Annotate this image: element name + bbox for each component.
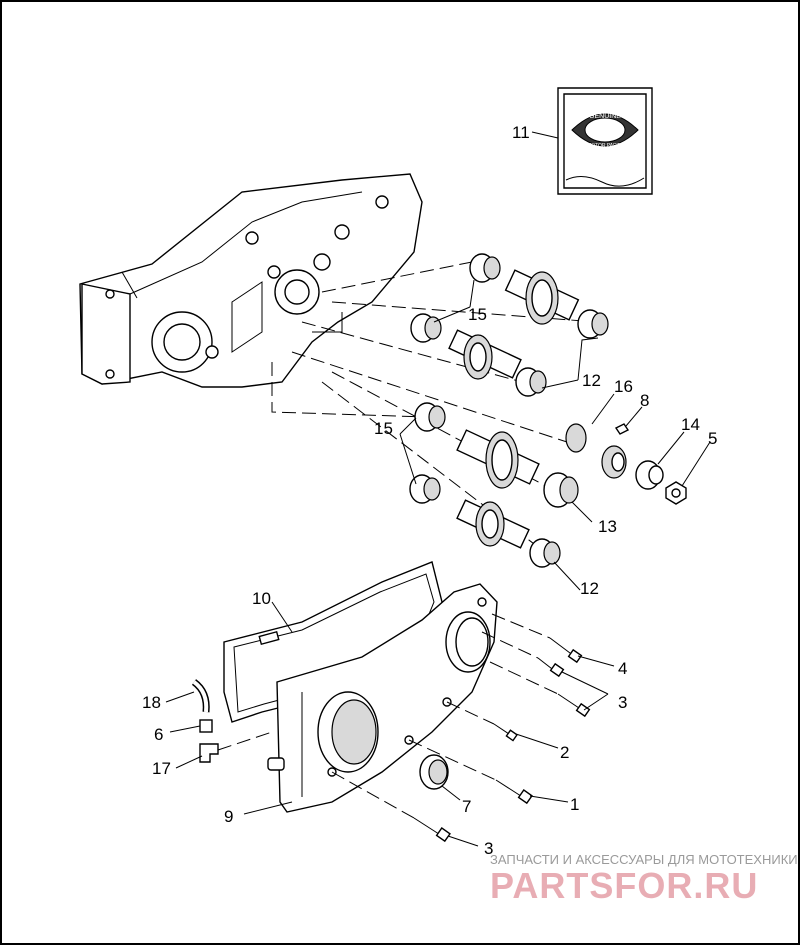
logo-genuine-text: GENUINE — [589, 113, 621, 120]
callout-6: 6 — [154, 725, 163, 744]
elbow-17 — [199, 731, 273, 763]
screw-2 — [446, 701, 518, 742]
callout-16: 16 — [614, 377, 633, 396]
callout-13: 13 — [598, 517, 617, 536]
crankcase-assembly — [79, 173, 423, 388]
callout-1: 1 — [570, 795, 579, 814]
spacer-14 — [635, 460, 664, 490]
screw-4 — [491, 613, 583, 664]
screw-1 — [408, 739, 533, 805]
leader-lines — [165, 131, 711, 847]
hose-18 — [191, 679, 210, 713]
kit-box: GENUINE MOTOR PARTS — [557, 87, 653, 195]
bushing-12-upper-a — [577, 309, 609, 339]
callout-8: 8 — [640, 391, 649, 410]
nut-5 — [665, 481, 687, 505]
bushing-12-lower — [529, 538, 561, 568]
callout-3-lower: 3 — [484, 839, 493, 858]
callout-15-upper: 15 — [468, 305, 487, 324]
cam-gear-upper-b — [448, 329, 522, 380]
callout-17: 17 — [152, 759, 171, 778]
callout-12-lower: 12 — [580, 579, 599, 598]
cam-gear-upper-a — [504, 269, 580, 325]
key-8 — [614, 423, 630, 435]
bushing-12-upper-b — [515, 367, 547, 397]
logo-motor-parts-text: MOTOR PARTS — [587, 143, 624, 149]
callout-labels: 11 15 12 16 8 14 5 15 13 12 10 4 3 2 1 7… — [142, 123, 717, 858]
bushing-15-upper-b — [410, 313, 442, 343]
callout-15-lower: 15 — [374, 419, 393, 438]
bushing-13 — [543, 472, 579, 508]
screw-3-upper-b — [489, 661, 591, 718]
callout-18: 18 — [142, 693, 161, 712]
watermark: ЗАПЧАСТИ И АКСЕССУАРЫ ДЛЯ МОТОТЕХНИКИ PA… — [490, 852, 798, 906]
callout-2: 2 — [560, 743, 569, 762]
screw-3-lower — [331, 771, 451, 843]
screw-3-upper-a — [481, 631, 565, 678]
callout-7: 7 — [462, 797, 471, 816]
callout-3-upper: 3 — [618, 693, 627, 712]
callout-12-upper: 12 — [582, 371, 601, 390]
watermark-tagline: ЗАПЧАСТИ И АКСЕССУАРЫ ДЛЯ МОТОТЕХНИКИ — [490, 852, 798, 867]
bushing-15-lower-b — [409, 474, 441, 504]
callout-4: 4 — [618, 659, 627, 678]
callout-5: 5 — [708, 429, 717, 448]
watermark-brand: PARTSFOR.RU — [490, 865, 758, 906]
callout-10: 10 — [252, 589, 271, 608]
genuine-motor-parts-logo: GENUINE MOTOR PARTS — [571, 113, 639, 149]
bushing-15-upper-a — [469, 253, 501, 283]
cam-gear-lower-a — [456, 429, 540, 489]
callout-14: 14 — [681, 415, 700, 434]
cam-gear-lower-b — [456, 499, 530, 549]
callout-9: 9 — [224, 807, 233, 826]
cam-cover-9 — [267, 583, 498, 813]
bushing-15-lower-a — [414, 402, 446, 432]
callout-11: 11 — [512, 123, 530, 142]
fitting-6 — [199, 719, 213, 733]
pinion-gear-16 — [565, 423, 627, 479]
seal-7 — [419, 754, 449, 790]
